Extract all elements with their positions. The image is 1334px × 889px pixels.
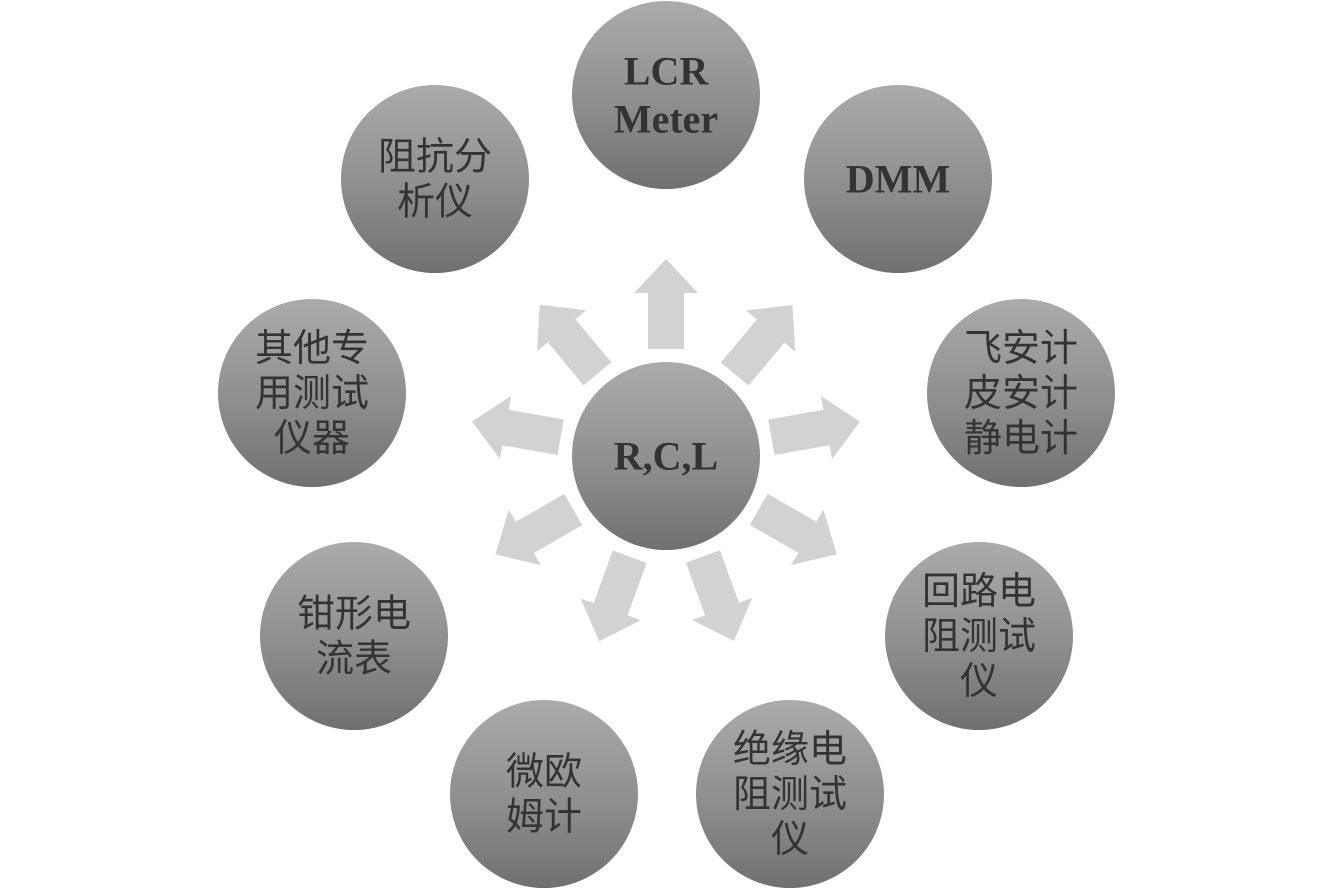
node-label-loop-resistance-tester-line-1: 回路电: [922, 569, 1036, 613]
node-label-insulation-resistance-tester-line-3: 仪: [771, 817, 809, 861]
node-label-lcr-meter-line-2: Meter: [614, 97, 718, 142]
node-label-insulation-resistance-tester-line-1: 绝缘电: [733, 727, 847, 771]
node-label-dmm-line-1: DMM: [846, 157, 950, 202]
node-circle-insulation-resistance-tester: [696, 700, 884, 888]
node-circle-loop-resistance-tester: [885, 542, 1073, 730]
node-label-other-special-instruments-line-1: 其他专: [255, 326, 369, 370]
arrow-to-dmm: [720, 305, 796, 386]
node-label-loop-resistance-tester-line-2: 阻测试: [922, 614, 1036, 658]
node-circle-impedance-analyzer: [341, 85, 529, 273]
center-node: R,C,L: [572, 362, 760, 550]
node-label-electrostatic-meters-line-2: 皮安计: [964, 371, 1078, 415]
node-circle-dmm: [804, 85, 992, 273]
node-label-micro-ohmmeter-line-1: 微欧: [506, 750, 582, 794]
center-layer: R,C,L: [572, 362, 760, 550]
arrow-to-micro-ohmmeter: [580, 550, 647, 642]
center-circle: [572, 362, 760, 550]
arrow-to-electrostatic-meters: [768, 396, 860, 459]
node-label-impedance-analyzer-line-2: 析仪: [397, 180, 473, 224]
arrow-to-insulation-resistance-tester: [686, 550, 753, 641]
node-circle-lcr-meter: [572, 1, 760, 189]
node-label-clamp-meter-line-2: 流表: [316, 637, 392, 681]
node-label-micro-ohmmeter-line-2: 姆计: [506, 795, 582, 839]
node-dmm: DMM: [804, 85, 992, 273]
node-label-other-special-instruments-line-3: 仪器: [274, 416, 350, 460]
center-label-line-1: R,C,L: [614, 434, 718, 479]
arrow-to-loop-resistance-tester: [749, 493, 837, 565]
arrow-to-other-special-instruments: [472, 395, 564, 459]
node-label-loop-resistance-tester-line-3: 仪: [960, 659, 998, 703]
node-circle-electrostatic-meters: [927, 299, 1115, 487]
arrow-to-clamp-meter: [495, 493, 583, 566]
node-label-clamp-meter-line-1: 钳形电: [297, 592, 411, 636]
node-circle-clamp-meter: [260, 542, 448, 730]
nodes-layer: LCRMeterDMM飞安计皮安计静电计回路电阻测试仪绝缘电阻测试仪微欧姆计钳形…: [218, 1, 1115, 888]
arrow-to-lcr-meter: [634, 259, 698, 349]
node-label-electrostatic-meters-line-1: 飞安计: [964, 326, 1078, 370]
node-label-lcr-meter-line-1: LCR: [624, 49, 710, 94]
node-label-other-special-instruments-line-2: 用测试: [255, 371, 369, 415]
node-label-impedance-analyzer-line-1: 阻抗分: [378, 135, 492, 179]
arrow-to-impedance-analyzer: [537, 304, 612, 386]
arrows-layer: [472, 259, 860, 642]
node-circle-other-special-instruments: [218, 299, 406, 487]
node-label-insulation-resistance-tester-line-2: 阻测试: [733, 772, 847, 816]
node-label-electrostatic-meters-line-3: 静电计: [964, 416, 1078, 460]
node-circle-micro-ohmmeter: [450, 700, 638, 888]
